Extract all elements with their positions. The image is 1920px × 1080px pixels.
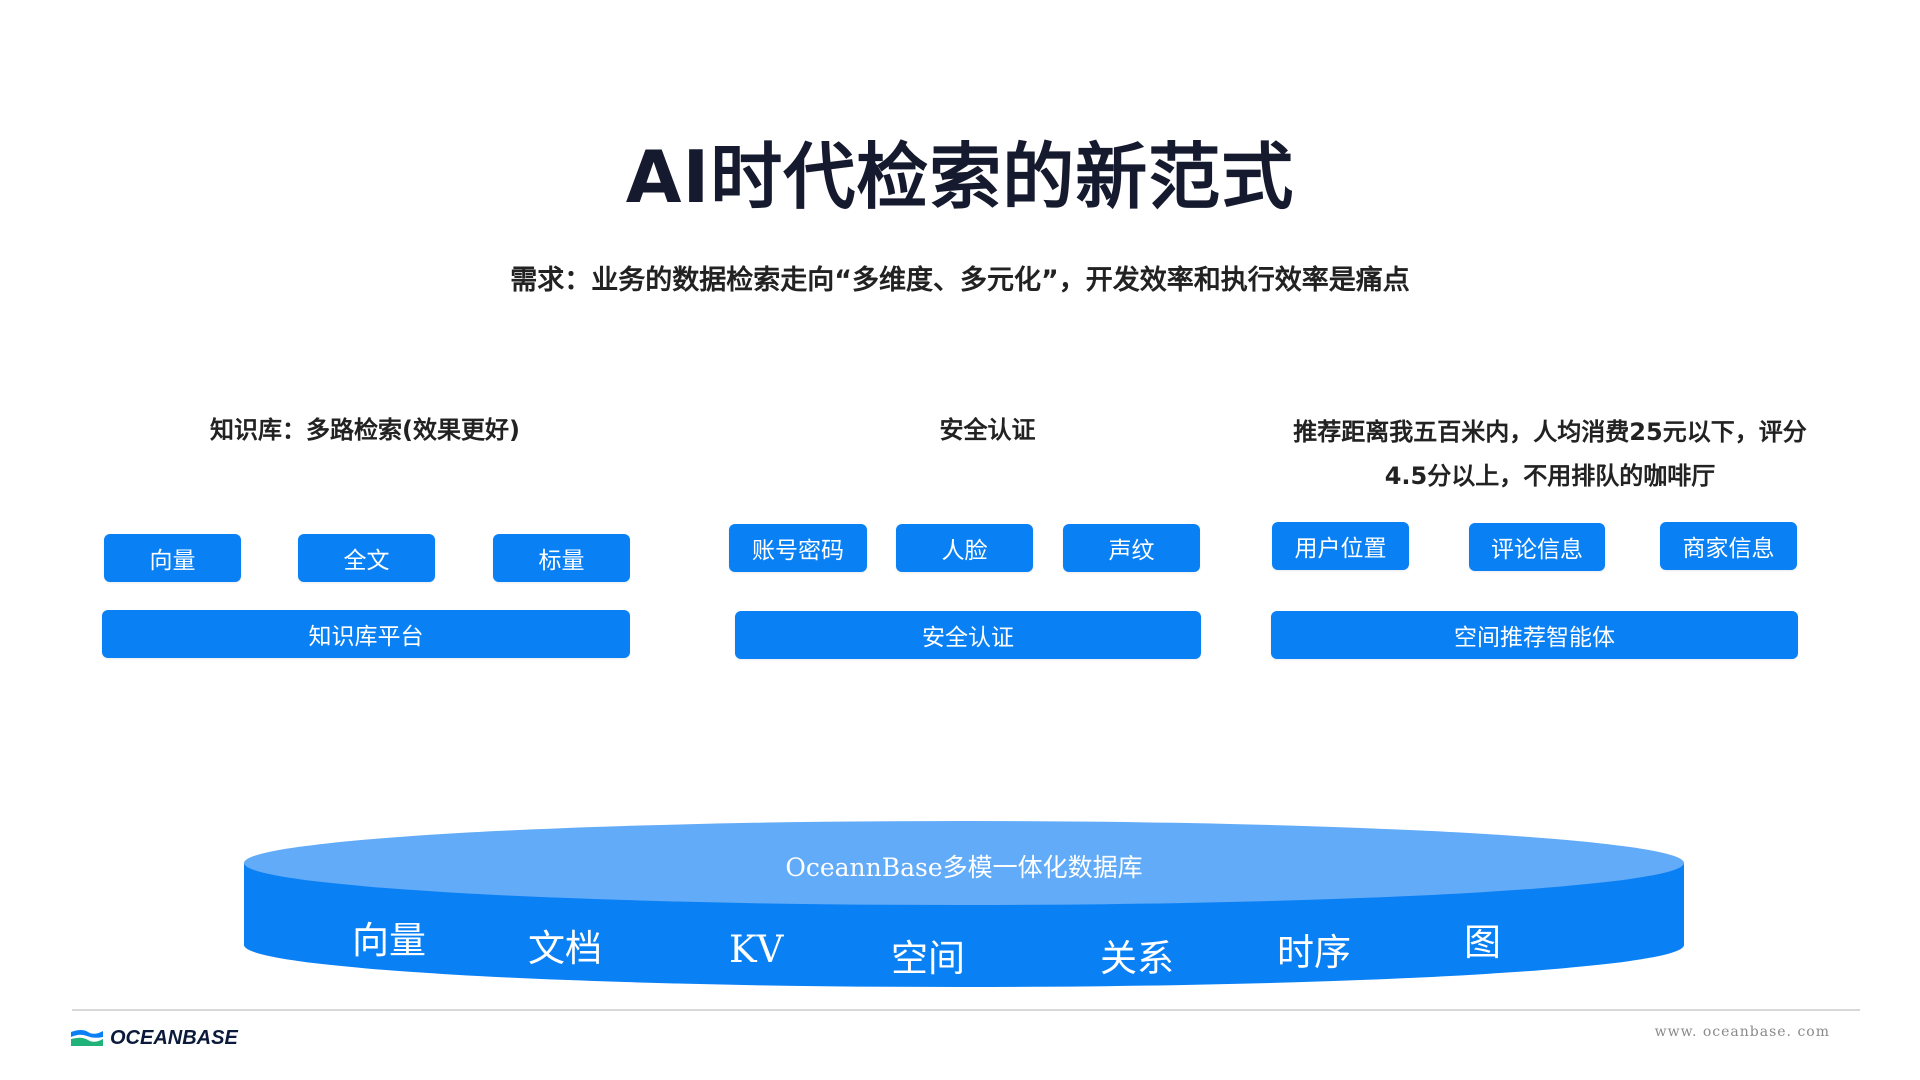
- security-auth-platform-button[interactable]: 安全认证: [735, 611, 1201, 659]
- cylinder-top: [244, 821, 1684, 905]
- model-kv: KV: [729, 928, 784, 971]
- model-relational: 关系: [1100, 937, 1174, 980]
- model-timeseries: 时序: [1277, 931, 1351, 974]
- chip-merchant-info[interactable]: 商家信息: [1660, 522, 1797, 570]
- page-subtitle: 需求：业务的数据检索走向“多维度、多元化”，开发效率和执行效率是痛点: [510, 265, 1410, 296]
- chip-face[interactable]: 人脸: [896, 524, 1033, 572]
- chip-user-location[interactable]: 用户位置: [1272, 522, 1409, 570]
- spatial-recommend-agent-button[interactable]: 空间推荐智能体: [1271, 611, 1798, 659]
- knowledge-base-heading: 知识库：多路检索(效果更好): [210, 416, 520, 444]
- model-spatial: 空间: [891, 937, 965, 980]
- recommend-heading-line2: 4.5分以上，不用排队的咖啡厅: [1384, 462, 1716, 490]
- chip-voiceprint[interactable]: 声纹: [1063, 524, 1200, 572]
- oceanbase-logo-icon: [71, 1030, 103, 1046]
- chip-scalar[interactable]: 标量: [493, 534, 630, 582]
- model-vector: 向量: [352, 919, 426, 962]
- security-auth-heading: 安全认证: [939, 416, 1036, 444]
- model-document: 文档: [528, 927, 602, 970]
- footer-divider: [72, 1009, 1860, 1011]
- logo-text: OCEANBASE: [110, 1026, 238, 1049]
- oceanbase-logo: OCEANBASE: [70, 1026, 238, 1050]
- website-url[interactable]: www. oceanbase. com: [1654, 1024, 1830, 1040]
- recommend-heading-line1: 推荐距离我五百米内，人均消费25元以下，评分: [1293, 418, 1807, 446]
- chip-vector[interactable]: 向量: [104, 534, 241, 582]
- recommend-heading: 推荐距离我五百米内，人均消费25元以下，评分 4.5分以上，不用排队的咖啡厅: [1270, 410, 1830, 498]
- chip-review-info[interactable]: 评论信息: [1469, 523, 1605, 571]
- chip-fulltext[interactable]: 全文: [298, 534, 435, 582]
- model-graph: 图: [1464, 921, 1501, 964]
- knowledge-base-platform-button[interactable]: 知识库平台: [102, 610, 630, 658]
- page-title: AI时代检索的新范式: [625, 135, 1295, 219]
- chip-account-password[interactable]: 账号密码: [729, 524, 867, 572]
- database-name: OceannBase多模一体化数据库: [785, 853, 1143, 882]
